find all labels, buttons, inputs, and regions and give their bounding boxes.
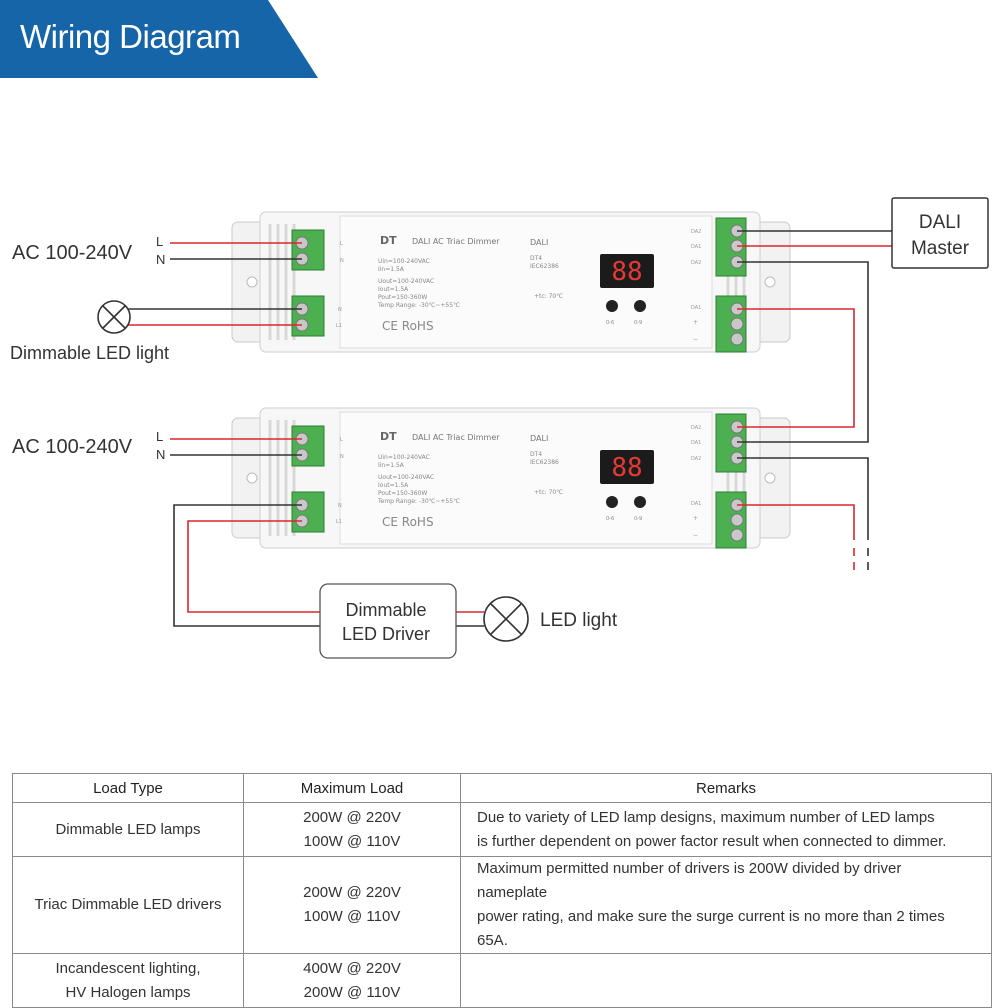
svg-text:Pout=150-360W: Pout=150-360W (378, 294, 427, 301)
load-table: Load Type Maximum Load Remarks Dimmable … (12, 773, 992, 1008)
cell-load-type: Triac Dimmable LED drivers (12, 856, 244, 954)
dali-dimmer-bottom: 88 DT DALI AC Triac Dimmer DALI Uin=100-… (230, 406, 792, 550)
cell-max-load: 200W @ 220V 100W @ 110V (243, 802, 461, 857)
svg-text:Uin=100-240VAC: Uin=100-240VAC (378, 258, 430, 265)
svg-text:IEC62386: IEC62386 (530, 263, 559, 270)
svg-text:Temp Range: -30℃~+55℃: Temp Range: -30℃~+55℃ (377, 498, 460, 505)
svg-text:0-6: 0-6 (606, 320, 614, 326)
page-title: Wiring Diagram (20, 18, 241, 55)
led-light-2-label: LED light (540, 610, 618, 631)
svg-text:DALI AC Triac Dimmer: DALI AC Triac Dimmer (412, 433, 500, 442)
table-header-row: Load Type Maximum Load Remarks (12, 773, 992, 803)
led-driver-label-2: LED Driver (342, 624, 430, 644)
cell-remarks (460, 953, 992, 1008)
svg-text:N: N (340, 454, 344, 460)
led-light-2-symbol (483, 596, 529, 642)
wires (128, 230, 892, 627)
svg-text:DA1: DA1 (691, 244, 701, 250)
led-light-label: Dimmable LED light (10, 343, 169, 363)
svg-text:DA1: DA1 (691, 501, 701, 507)
svg-text:L1: L1 (336, 519, 342, 525)
svg-text:Temp Range: -30℃~+55℃: Temp Range: -30℃~+55℃ (377, 302, 460, 309)
led-light-symbol (97, 300, 131, 334)
led-driver-box (319, 583, 457, 659)
svg-text:+tc: 70℃: +tc: 70℃ (534, 489, 563, 496)
svg-text:Uout=100-240VAC: Uout=100-240VAC (378, 474, 434, 481)
svg-text:Uin=100-240VAC: Uin=100-240VAC (378, 454, 430, 461)
wiring-diagram: 88 DT DALI AC Triac Dimmer DALI Uin=100-… (10, 197, 989, 659)
header-maximum-load: Maximum Load (243, 773, 461, 803)
svg-text:N: N (338, 307, 342, 313)
svg-text:0-6: 0-6 (606, 516, 614, 522)
svg-text:DT4: DT4 (530, 255, 542, 262)
title-banner (0, 0, 318, 78)
table-row: Triac Dimmable LED drivers 200W @ 220V 1… (12, 856, 992, 954)
cell-remarks: Due to variety of LED lamp designs, maxi… (460, 802, 992, 857)
svg-text:L1: L1 (336, 323, 342, 329)
svg-text:DT: DT (380, 430, 397, 443)
svg-text:DALI: DALI (530, 238, 548, 247)
svg-text:Iout=1.5A: Iout=1.5A (378, 482, 409, 489)
svg-text:Iin=1.5A: Iin=1.5A (378, 462, 405, 469)
cell-max-load: 200W @ 220V 100W @ 110V (243, 856, 461, 954)
svg-text:DA2: DA2 (691, 425, 701, 431)
svg-text:0-9: 0-9 (634, 516, 642, 522)
svg-text:−: − (693, 532, 698, 539)
ac-input-label-bottom: AC 100-240V (12, 436, 133, 458)
svg-text:DA1: DA1 (691, 305, 701, 311)
ac-input-label-top: AC 100-240V (12, 242, 133, 264)
cell-load-type: Dimmable LED lamps (12, 802, 244, 857)
svg-text:88: 88 (611, 453, 642, 483)
svg-text:−: − (693, 336, 698, 343)
table-row: Incandescent lighting, HV Halogen lamps … (12, 953, 992, 1008)
dali-master-box (891, 197, 989, 269)
header-remarks: Remarks (460, 773, 992, 803)
svg-text:Pout=150-360W: Pout=150-360W (378, 490, 427, 497)
svg-text:N: N (340, 258, 344, 264)
svg-text:CE RoHS: CE RoHS (382, 515, 434, 529)
svg-text:0-9: 0-9 (634, 320, 642, 326)
svg-text:88: 88 (611, 257, 642, 287)
svg-text:+: + (693, 319, 698, 326)
svg-text:DA2: DA2 (691, 456, 701, 462)
terminal-l-top: L (156, 234, 163, 249)
terminal-l-bottom: L (156, 429, 163, 444)
svg-text:+tc: 70℃: +tc: 70℃ (534, 293, 563, 300)
svg-text:N: N (338, 503, 342, 509)
svg-text:Uout=100-240VAC: Uout=100-240VAC (378, 278, 434, 285)
svg-text:DA2: DA2 (691, 260, 701, 266)
terminal-n-bottom: N (156, 447, 165, 462)
svg-text:CE RoHS: CE RoHS (382, 319, 434, 333)
svg-text:DA1: DA1 (691, 440, 701, 446)
header-load-type: Load Type (12, 773, 244, 803)
led-driver-label-1: Dimmable (345, 600, 426, 620)
terminal-n-top: N (156, 252, 165, 267)
svg-text:DALI AC Triac Dimmer: DALI AC Triac Dimmer (412, 237, 500, 246)
dali-master-label-1: DALI (919, 212, 961, 233)
cell-max-load: 400W @ 220V 200W @ 110V (243, 953, 461, 1008)
svg-text:L: L (340, 241, 343, 247)
dali-master-label-2: Master (911, 238, 970, 259)
svg-text:DA2: DA2 (691, 229, 701, 235)
svg-text:DT4: DT4 (530, 451, 542, 458)
svg-text:DT: DT (380, 234, 397, 247)
svg-text:DALI: DALI (530, 434, 548, 443)
svg-text:+: + (693, 515, 698, 522)
cell-remarks: Maximum permitted number of drivers is 2… (460, 856, 992, 954)
svg-text:Iout=1.5A: Iout=1.5A (378, 286, 409, 293)
cell-load-type: Incandescent lighting, HV Halogen lamps (12, 953, 244, 1008)
svg-text:L: L (340, 437, 343, 443)
table-row: Dimmable LED lamps 200W @ 220V 100W @ 11… (12, 802, 992, 857)
svg-text:Iin=1.5A: Iin=1.5A (378, 266, 405, 273)
dali-dimmer-top: 88 DT DALI AC Triac Dimmer DALI Uin=100-… (230, 210, 792, 354)
svg-text:IEC62386: IEC62386 (530, 459, 559, 466)
